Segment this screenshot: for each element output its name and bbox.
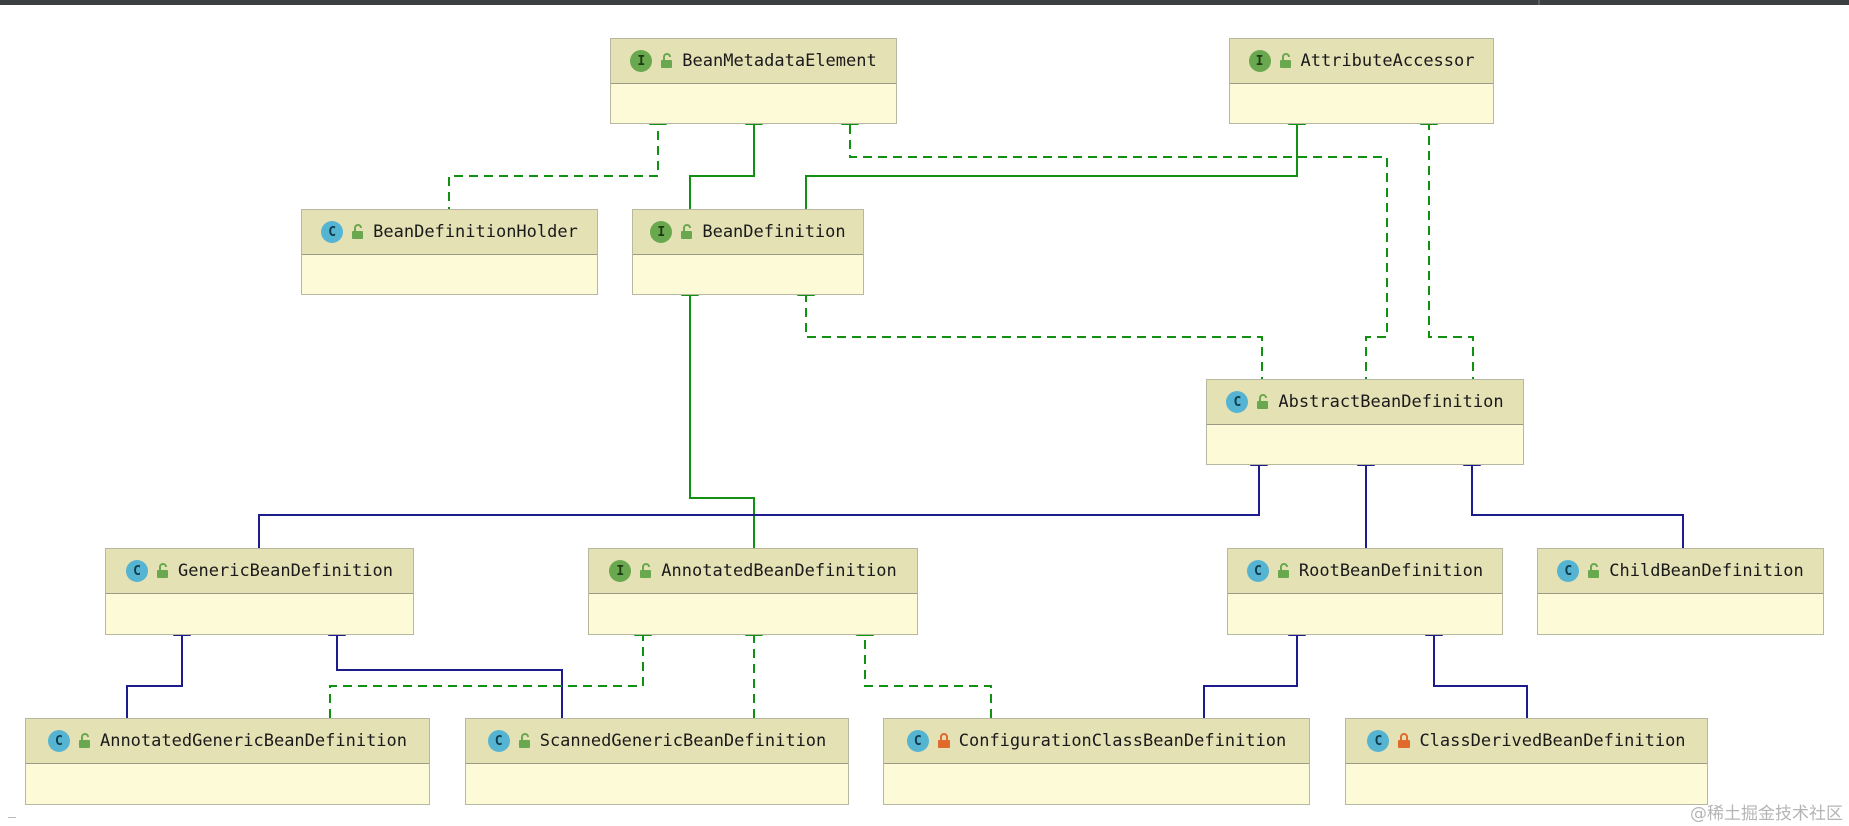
edge-child-to-abstract [1463, 449, 1684, 548]
abstract-class-icon: C [1226, 391, 1249, 413]
node-name: ChildBeanDefinition [1609, 561, 1804, 581]
node-name: BeanMetadataElement [682, 51, 877, 71]
edge-abstract-to-metadata [841, 108, 1388, 386]
node-name: AnnotatedBeanDefinition [661, 561, 897, 581]
node-bean-metadata-element[interactable]: I BeanMetadataElement [610, 38, 897, 124]
node-name: AnnotatedGenericBeanDefinition [99, 731, 408, 751]
class-icon: C [47, 730, 70, 752]
class-icon: C [1246, 560, 1269, 582]
node-scanned-generic-bean-definition[interactable]: C ScannedGenericBeanDefinition [465, 718, 849, 805]
node-header: I BeanMetadataElement [611, 39, 896, 84]
interface-icon: I [630, 50, 653, 72]
unlocked-icon [1279, 53, 1291, 68]
node-header: C ClassDerivedBeanDefinition [1346, 719, 1707, 764]
unlocked-icon [661, 53, 673, 68]
top-bar [0, 0, 1849, 5]
edge-anngeneric-to-generic [126, 619, 191, 718]
node-name: GenericBeanDefinition [178, 561, 393, 581]
node-header: C ScannedGenericBeanDefinition [466, 719, 848, 764]
node-header: C GenericBeanDefinition [106, 549, 413, 594]
node-header: I BeanDefinition [633, 210, 863, 255]
node-header: I AttributeAccessor [1230, 39, 1493, 84]
unlocked-icon [78, 733, 90, 748]
node-annotated-generic-bean-definition[interactable]: C AnnotatedGenericBeanDefinition [25, 718, 430, 805]
node-header: I AnnotatedBeanDefinition [589, 549, 917, 594]
node-header: C RootBeanDefinition [1228, 549, 1502, 594]
node-bean-definition-holder[interactable]: C BeanDefinitionHolder [301, 209, 598, 295]
edge-beandef-to-metadata [689, 108, 763, 216]
edge-abstract-to-accessor [1420, 108, 1474, 386]
unlocked-icon [352, 224, 364, 239]
node-name: BeanDefinitionHolder [373, 222, 578, 242]
unlocked-icon [1588, 563, 1600, 578]
node-name: AbstractBeanDefinition [1278, 392, 1504, 412]
locked-icon [937, 733, 950, 748]
node-name: ConfigurationClassBeanDefinition [958, 731, 1287, 751]
edge-anngeneric-to-annotated [329, 619, 652, 718]
edge-beandef-to-accessor [805, 108, 1306, 216]
node-class-derived-bean-definition[interactable]: C ClassDerivedBeanDefinition [1345, 718, 1708, 805]
top-bar-divider [1538, 0, 1540, 5]
node-header: C BeanDefinitionHolder [302, 210, 597, 255]
class-icon: C [1367, 730, 1390, 752]
node-annotated-bean-definition[interactable]: I AnnotatedBeanDefinition [588, 548, 918, 635]
node-name: BeanDefinition [702, 222, 846, 242]
interface-icon: I [1248, 50, 1271, 72]
node-name: ScannedGenericBeanDefinition [539, 731, 827, 751]
interface-icon: I [609, 560, 632, 582]
class-icon: C [1557, 560, 1580, 582]
unlocked-icon [1277, 563, 1289, 578]
watermark: @稀土掘金技术社区 [1690, 804, 1843, 824]
unlocked-icon [157, 563, 169, 578]
node-header: C ConfigurationClassBeanDefinition [884, 719, 1309, 764]
node-child-bean-definition[interactable]: C ChildBeanDefinition [1537, 548, 1824, 635]
node-configuration-class-bean-definition[interactable]: C ConfigurationClassBeanDefinition [883, 718, 1310, 805]
edge-generic-to-abstract [258, 449, 1268, 548]
unlocked-icon [640, 563, 652, 578]
class-icon: C [906, 730, 929, 752]
edge-holder-to-metadata [448, 108, 667, 216]
node-name: AttributeAccessor [1300, 51, 1475, 71]
edge-config-to-root [1203, 619, 1306, 718]
class-icon: C [321, 221, 344, 243]
node-header: C ChildBeanDefinition [1538, 549, 1823, 594]
edge-abstract-to-beandef [797, 279, 1263, 386]
edge-scanned-to-generic [328, 619, 563, 718]
class-icon: C [126, 560, 149, 582]
node-abstract-bean-definition[interactable]: C AbstractBeanDefinition [1206, 379, 1524, 465]
node-header: C AnnotatedGenericBeanDefinition [26, 719, 429, 764]
margin-mark [8, 817, 16, 818]
interface-icon: I [650, 221, 673, 243]
unlocked-icon [681, 224, 693, 239]
node-root-bean-definition[interactable]: C RootBeanDefinition [1227, 548, 1503, 635]
node-header: C AbstractBeanDefinition [1207, 380, 1523, 425]
edge-classderived-to-root [1425, 619, 1528, 718]
node-name: ClassDerivedBeanDefinition [1419, 731, 1686, 751]
node-name: RootBeanDefinition [1298, 561, 1484, 581]
node-generic-bean-definition[interactable]: C GenericBeanDefinition [105, 548, 414, 635]
class-icon: C [487, 730, 510, 752]
edge-annotated-to-beandef [681, 279, 755, 548]
locked-icon [1398, 733, 1411, 748]
unlocked-icon [518, 733, 530, 748]
edge-config-to-annotated [856, 619, 992, 718]
unlocked-icon [1257, 394, 1269, 409]
node-bean-definition[interactable]: I BeanDefinition [632, 209, 864, 295]
node-attribute-accessor[interactable]: I AttributeAccessor [1229, 38, 1494, 124]
